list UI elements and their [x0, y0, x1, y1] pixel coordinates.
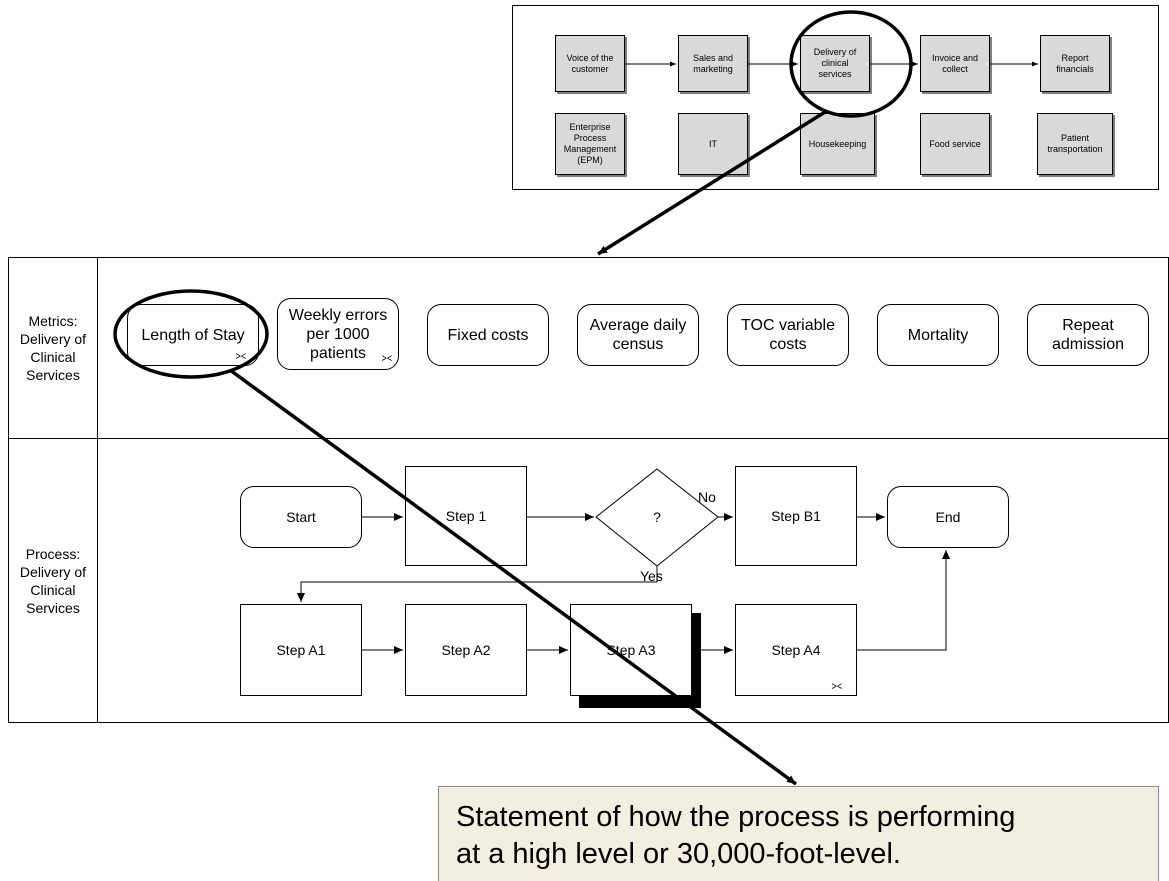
metric-repeat-admission[interactable]: Repeat admission [1027, 304, 1149, 366]
tile-report-financials[interactable]: Report financials [1040, 35, 1110, 92]
metric-fixed-costs[interactable]: Fixed costs [427, 304, 549, 366]
step-label: Step A4 [771, 642, 821, 658]
tile-food-service[interactable]: Food service [920, 113, 990, 175]
metric-link-icon: ⪥ [235, 348, 246, 362]
tile-delivery-clinical-services[interactable]: Delivery of clinical services [800, 35, 870, 92]
metric-toc-variable-costs[interactable]: TOC variable costs [727, 304, 849, 366]
tile-sales-marketing[interactable]: Sales and marketing [678, 35, 748, 92]
lane-divider [97, 257, 98, 723]
yes-branch-label: Yes [640, 568, 663, 584]
metrics-lane-label: Metrics: Delivery of Clinical Services [19, 313, 87, 383]
process-step-1[interactable]: Step 1 [405, 466, 527, 566]
callout-statement: Statement of how the process is performi… [438, 786, 1159, 881]
decision-label: ? [653, 509, 661, 525]
metric-mortality[interactable]: Mortality [877, 304, 999, 366]
tile-voice-of-customer[interactable]: Voice of the customer [555, 35, 625, 92]
no-branch-label: No [698, 489, 716, 505]
metric-link-icon: ⪥ [831, 678, 842, 692]
tile-epm[interactable]: Enterprise Process Management (EPM) [555, 113, 625, 175]
tile-housekeeping[interactable]: Housekeeping [800, 113, 875, 175]
process-step-b1[interactable]: Step B1 [735, 466, 857, 566]
metric-average-daily-census[interactable]: Average daily census [577, 304, 699, 366]
process-step-a4[interactable]: Step A4 ⪥ [735, 604, 857, 696]
process-step-a1[interactable]: Step A1 [240, 604, 362, 696]
tile-invoice-collect[interactable]: Invoice and collect [920, 35, 990, 92]
metric-label: Length of Stay [141, 326, 245, 344]
process-step-a3[interactable]: Step A3 [570, 604, 692, 696]
process-step-a2[interactable]: Step A2 [405, 604, 527, 696]
tile-patient-transportation[interactable]: Patient transportation [1037, 113, 1113, 175]
process-lane-label: Process: Delivery of Clinical Services [19, 545, 87, 616]
metric-link-icon: ⪥ [381, 350, 392, 364]
tile-it[interactable]: IT [678, 113, 748, 175]
process-start[interactable]: Start [240, 486, 362, 548]
metric-label: Weekly errors per 1000 patients [288, 306, 388, 362]
process-end[interactable]: End [887, 486, 1009, 548]
metric-weekly-errors[interactable]: Weekly errors per 1000 patients ⪥ [277, 298, 399, 370]
metric-length-of-stay[interactable]: Length of Stay ⪥ [127, 304, 259, 366]
